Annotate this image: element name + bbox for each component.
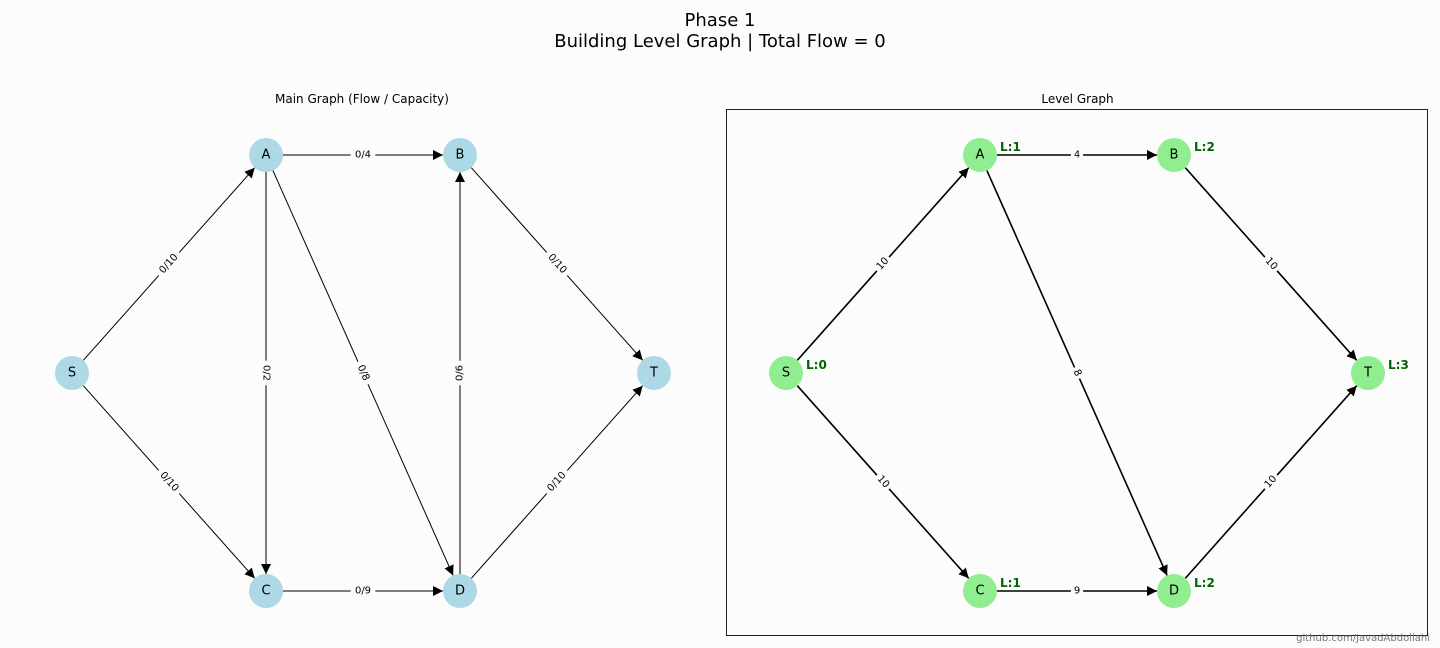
level-node-label: A	[976, 148, 985, 163]
level-level-tag-C: L:1	[1000, 576, 1021, 590]
level-node-B: B L:2	[1157, 138, 1215, 172]
level-node-D: D L:2	[1157, 574, 1215, 608]
phase-status: Building Level Graph | Total Flow = 0	[554, 31, 886, 52]
level-edge-label-A-D: 8	[1068, 364, 1086, 382]
main-edge-label-bg	[541, 465, 573, 499]
level-node-T: T L:3	[1351, 356, 1409, 390]
level-edge-label-D-T: 10	[1259, 470, 1283, 494]
main-node-label: B	[456, 148, 465, 163]
level-node-label: C	[975, 584, 984, 599]
level-node-label: S	[782, 366, 790, 381]
level-graph-title: Level Graph	[1041, 92, 1114, 106]
watermark: github.com/JavadAbdollahi	[1296, 633, 1430, 644]
main-node-label: S	[68, 366, 76, 381]
figure-title: Phase 1 Building Level Graph | Total Flo…	[0, 10, 1440, 52]
main-edge-label-bg	[453, 360, 467, 386]
level-edge-label-bg	[1068, 364, 1086, 382]
level-edge-label-text: 4	[1074, 150, 1080, 161]
level-edge-label-bg	[1259, 252, 1283, 276]
level-level-tag-D: L:2	[1194, 576, 1215, 590]
main-edge-label-text: 0/9	[355, 586, 371, 597]
main-node-label: C	[261, 584, 270, 599]
main-node-label: T	[649, 366, 658, 381]
main-edge-label-D-B: 0/6	[453, 360, 467, 386]
main-edge-label-D-T: 0/10	[541, 465, 573, 499]
level-graph-frame	[726, 109, 1428, 636]
level-node-label: B	[1170, 148, 1179, 163]
level-edge-label-C-D: 9	[1070, 584, 1084, 598]
main-edge-label-bg	[350, 148, 376, 162]
main-node-circle	[443, 574, 477, 608]
level-edge-label-bg	[871, 470, 895, 494]
main-edge-label-S-C: 0/10	[153, 465, 185, 499]
level-edge-label-bg	[871, 252, 895, 276]
main-node-circle	[443, 138, 477, 172]
level-edge-label-S-C: 10	[871, 470, 895, 494]
main-node-S: S	[55, 356, 89, 390]
main-node-circle	[55, 356, 89, 390]
main-edge-label-C-D: 0/9	[350, 584, 376, 598]
main-node-circle	[249, 574, 283, 608]
level-level-tag-B: L:2	[1194, 140, 1215, 154]
main-edge-label-bg	[351, 358, 375, 388]
level-edge-label-bg	[1070, 584, 1084, 598]
main-node-D: D	[443, 574, 477, 608]
level-level-tag-T: L:3	[1388, 358, 1409, 372]
level-node-label: D	[1169, 584, 1179, 599]
main-edge-label-bg	[259, 360, 273, 386]
main-node-B: B	[443, 138, 477, 172]
level-node-circle	[769, 356, 803, 390]
level-level-tag-S: L:0	[806, 358, 827, 372]
level-edge-label-bg	[1259, 470, 1283, 494]
main-edge-label-bg	[153, 247, 185, 281]
level-edge-label-B-T: 10	[1259, 252, 1283, 276]
main-edge-label-S-A: 0/10	[153, 247, 185, 281]
level-level-tag-A: L:1	[1000, 140, 1021, 154]
main-edge-label-bg	[153, 465, 185, 499]
main-edge-label-A-B: 0/4	[350, 148, 376, 162]
level-node-C: C L:1	[963, 574, 1021, 608]
main-edge-label-text: 0/2	[261, 365, 272, 381]
level-node-A: A L:1	[963, 138, 1021, 172]
level-edge-label-text: 9	[1074, 586, 1080, 597]
level-edge-label-bg	[1070, 148, 1084, 162]
main-graph-title: Main Graph (Flow / Capacity)	[275, 92, 449, 106]
level-node-circle	[1157, 138, 1191, 172]
main-node-label: D	[455, 584, 465, 599]
main-edge-label-text: 0/6	[455, 365, 466, 381]
level-edge-label-text: 8	[1071, 368, 1084, 378]
level-node-circle	[1351, 356, 1385, 390]
level-node-circle	[1157, 574, 1191, 608]
level-node-label: T	[1363, 366, 1372, 381]
main-node-T: T	[637, 356, 671, 390]
main-node-label: A	[262, 148, 271, 163]
main-node-circle	[249, 138, 283, 172]
level-node-S: S L:0	[769, 356, 827, 390]
main-node-C: C	[249, 574, 283, 608]
main-edge-label-B-T: 0/10	[541, 247, 573, 281]
phase-title: Phase 1	[684, 10, 756, 31]
main-edge-label-text: 0/4	[355, 150, 371, 161]
main-node-A: A	[249, 138, 283, 172]
level-node-circle	[963, 574, 997, 608]
main-edge-label-bg	[350, 584, 376, 598]
main-node-circle	[637, 356, 671, 390]
main-edge-label-A-D: 0/8	[351, 358, 375, 388]
level-node-circle	[963, 138, 997, 172]
level-edge-label-S-A: 10	[871, 252, 895, 276]
main-edge-label-bg	[541, 247, 573, 281]
main-edge-label-A-C: 0/2	[259, 360, 273, 386]
level-edge-label-A-B: 4	[1070, 148, 1084, 162]
